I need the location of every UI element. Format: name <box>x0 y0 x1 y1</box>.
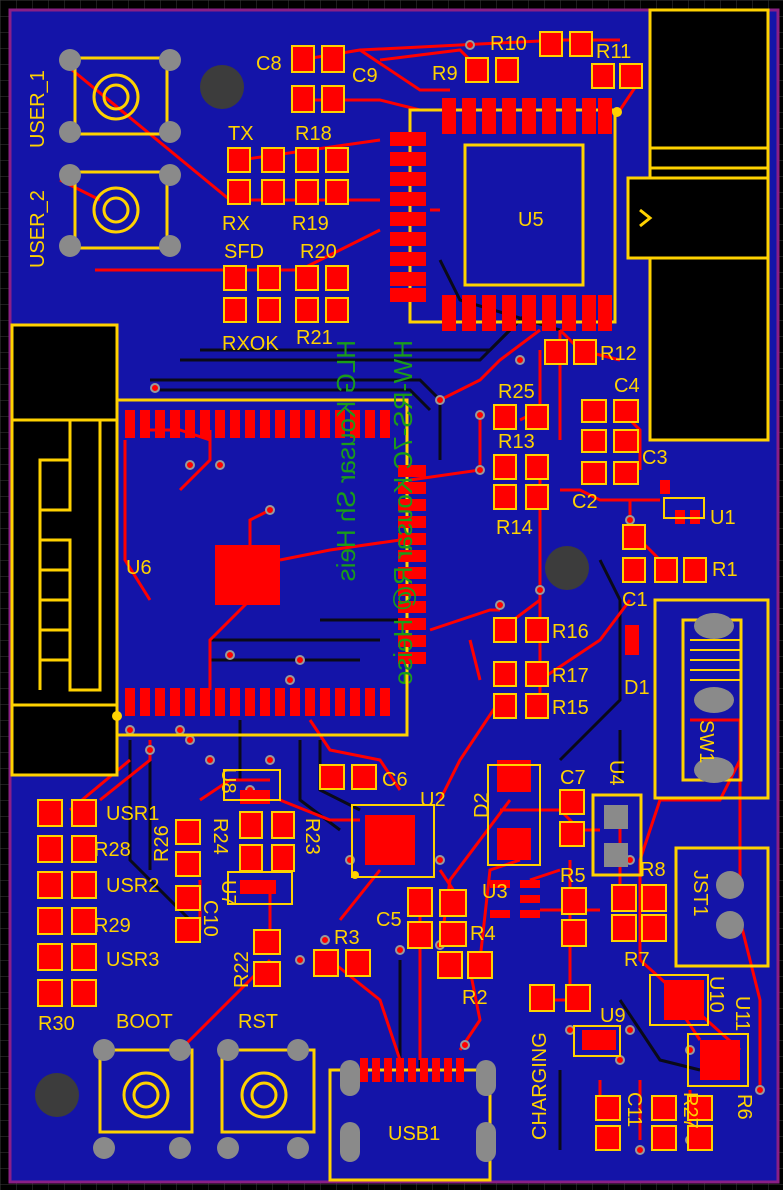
label-u5: U5 <box>518 209 544 231</box>
label-r26: R26 <box>151 825 173 862</box>
label-usb1: USB1 <box>388 1123 440 1145</box>
label-r25: R25 <box>498 381 535 403</box>
label-rx: RX <box>222 213 250 235</box>
label-r11: R11 <box>596 41 631 63</box>
label-jst1: JST1 <box>689 870 711 917</box>
label-r20: R20 <box>300 241 337 263</box>
label-c3: C3 <box>642 447 668 469</box>
label-usr3: USR3 <box>106 949 159 971</box>
label-sw1: SW1 <box>695 720 717 763</box>
vias <box>125 40 765 1155</box>
tactile-switches <box>59 49 316 1159</box>
right-connector <box>626 8 770 442</box>
silk-labels: USER_1 USER_2 C8 C9 TX RX R18 R19 SFD RX… <box>27 33 755 1145</box>
label-u11: U11 <box>731 996 753 1031</box>
label-r9: R9 <box>432 63 458 85</box>
label-user2: USER_2 <box>27 190 49 268</box>
label-r10: R10 <box>490 33 527 55</box>
label-d2: D2 <box>471 792 493 818</box>
label-r28: R28 <box>94 839 131 861</box>
label-u6: U6 <box>126 557 152 579</box>
label-r7: R7 <box>624 949 650 971</box>
label-c4: C4 <box>614 375 640 397</box>
two-pad-parts <box>37 31 749 1151</box>
label-rst: RST <box>238 1011 278 1033</box>
label-usr1: USR1 <box>106 803 159 825</box>
label-u9: U9 <box>600 1005 626 1027</box>
label-c1: C1 <box>622 589 648 611</box>
label-r16: R16 <box>552 621 589 643</box>
label-r18: R18 <box>295 123 332 145</box>
mirrored-line-1: HW-RS-7C Kousar R@ Heise <box>388 340 418 685</box>
label-r21: R21 <box>296 327 333 349</box>
mounting-holes <box>35 65 589 1117</box>
mirrored-line-2: HLG Kousar Sh Heis <box>331 340 361 581</box>
label-r17: R17 <box>552 665 589 687</box>
label-c2: C2 <box>572 491 598 513</box>
label-r22: R22 <box>231 951 253 988</box>
label-r2: R2 <box>462 987 488 1009</box>
label-u10: U10 <box>705 976 727 1013</box>
label-boot: BOOT <box>116 1011 173 1033</box>
label-r15: R15 <box>552 697 589 719</box>
label-r23: R23 <box>301 818 323 855</box>
label-c11: C11 <box>623 1092 645 1127</box>
label-sfd: SFD <box>224 241 264 263</box>
label-u2: U2 <box>420 789 446 811</box>
label-u3: U3 <box>482 881 508 903</box>
label-r27: R27 <box>679 1092 701 1129</box>
label-r8: R8 <box>640 859 666 881</box>
label-u4: U4 <box>605 760 627 786</box>
label-r4: R4 <box>470 923 496 945</box>
label-r19: R19 <box>292 213 329 235</box>
label-r6: R6 <box>733 1094 755 1120</box>
label-u7: U7 <box>217 880 239 906</box>
label-usr2: USR2 <box>106 875 159 897</box>
label-user1: USER_1 <box>27 70 49 148</box>
label-c9: C9 <box>352 65 378 87</box>
u6-module <box>10 323 409 777</box>
u6-pin1-dot <box>112 711 122 721</box>
label-u1: U1 <box>710 507 736 529</box>
label-c5: C5 <box>376 909 402 931</box>
label-r13: R13 <box>498 431 535 453</box>
label-r1: R1 <box>712 559 738 581</box>
label-r5: R5 <box>560 865 586 887</box>
label-r14: R14 <box>496 517 533 539</box>
label-r30: R30 <box>38 1013 75 1035</box>
u2-chip <box>351 804 435 879</box>
label-tx: TX <box>228 123 254 145</box>
mirrored-silk: HW-RS-7C Kousar R@ Heise HLG Kousar Sh H… <box>331 340 418 685</box>
label-c7: C7 <box>560 767 586 789</box>
label-r29: R29 <box>94 915 131 937</box>
usb1-connector <box>328 1058 496 1182</box>
label-c10: C10 <box>199 900 221 937</box>
label-d1: D1 <box>624 677 650 699</box>
label-c8: C8 <box>256 53 282 75</box>
u5-pads <box>390 98 612 331</box>
label-r12: R12 <box>600 343 637 365</box>
label-r3: R3 <box>334 927 360 949</box>
sw1-slide-switch <box>653 598 770 800</box>
label-rxok: RXOK <box>222 333 279 355</box>
label-charging: CHARGING <box>529 1032 551 1140</box>
label-c6: C6 <box>382 769 408 791</box>
u5-pin1-dot <box>612 107 622 117</box>
label-u8: U8 <box>217 768 239 794</box>
u4-header <box>591 793 643 877</box>
label-r24: R24 <box>209 818 231 855</box>
u6-pads <box>125 410 426 716</box>
jst1-connector <box>674 846 770 968</box>
